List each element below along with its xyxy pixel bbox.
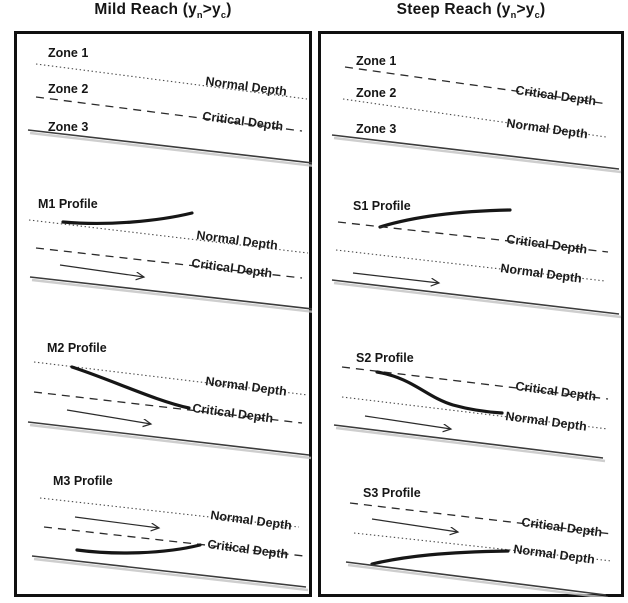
s1-profile-curve xyxy=(378,208,512,229)
channel-bed-line xyxy=(29,276,312,310)
mild-reach-svg: Zone 1 Normal Depth Zone 2 Critical Dept… xyxy=(14,31,312,597)
steep-reach-panel: Zone 1 Critical Depth Zone 2 Normal Dept… xyxy=(318,31,624,597)
critical-depth-label: Critical Depth xyxy=(191,256,273,280)
normal-depth-label: Normal Depth xyxy=(205,374,288,399)
zone2-label: Zone 2 xyxy=(356,86,396,100)
flow-direction-arrow xyxy=(59,264,144,277)
zone3-label: Zone 3 xyxy=(356,122,396,136)
critical-depth-label: Critical Depth xyxy=(207,537,289,561)
channel-bed-line xyxy=(31,555,307,588)
channel-bed-line xyxy=(331,279,620,315)
subscript-c: c xyxy=(534,10,540,21)
critical-depth-line xyxy=(337,221,609,253)
critical-depth-line xyxy=(349,502,613,535)
normal-depth-line xyxy=(342,98,607,138)
normal-depth-line xyxy=(35,63,308,100)
zone3-label: Zone 3 xyxy=(48,120,88,134)
critical-depth-label: Critical Depth xyxy=(192,401,274,425)
normal-depth-label: Normal Depth xyxy=(506,116,589,141)
critical-depth-label: Critical Depth xyxy=(506,232,588,256)
flow-direction-arrow xyxy=(371,518,458,532)
steep-s1-section: S1 Profile Critical Depth Normal Depth xyxy=(331,199,622,319)
flow-direction-arrow xyxy=(352,272,439,283)
channel-bed-line xyxy=(27,129,312,164)
s2-profile-curve xyxy=(375,370,504,415)
flow-direction-arrow xyxy=(74,516,159,528)
channel-bed-shadow xyxy=(333,281,622,319)
subscript-n: n xyxy=(510,10,517,21)
channel-bed-line xyxy=(345,561,607,596)
s2-profile-label: S2 Profile xyxy=(356,351,414,365)
flow-direction-arrow xyxy=(364,415,451,429)
channel-bed-shadow xyxy=(335,426,606,463)
channel-bed-shadow xyxy=(333,136,622,174)
critical-depth-label: Critical Depth xyxy=(202,109,284,133)
channel-bed-line xyxy=(331,134,620,170)
m2-profile-curve xyxy=(70,365,191,410)
critical-depth-line xyxy=(33,391,303,424)
normal-depth-label: Normal Depth xyxy=(513,542,596,567)
steep-title-text: Steep Reach (y xyxy=(396,1,511,18)
steep-panel-border xyxy=(318,31,624,597)
mild-m1-section: M1 Profile Normal Depth Critical Depth xyxy=(28,197,312,313)
s3-profile-label: S3 Profile xyxy=(363,486,421,500)
critical-depth-label: Critical Depth xyxy=(515,379,597,403)
mild-panel-border xyxy=(14,31,312,597)
critical-depth-line xyxy=(344,66,609,105)
steep-reach-svg: Zone 1 Critical Depth Zone 2 Normal Dept… xyxy=(318,31,624,597)
normal-depth-line xyxy=(335,249,606,282)
mild-reach-panel: Zone 1 Normal Depth Zone 2 Critical Dept… xyxy=(14,31,312,597)
mild-m2-section: M2 Profile Normal Depth Critical Depth xyxy=(27,341,312,460)
normal-depth-line xyxy=(341,396,609,430)
mild-zones-section: Zone 1 Normal Depth Zone 2 Critical Dept… xyxy=(27,46,312,167)
channel-bed-shadow xyxy=(347,563,609,597)
m3-profile-label: M3 Profile xyxy=(53,474,113,488)
mild-m3-section: M3 Profile Normal Depth Critical Depth xyxy=(31,474,309,592)
normal-depth-label: Normal Depth xyxy=(205,74,288,99)
m1-profile-curve xyxy=(61,211,194,226)
normal-depth-label: Normal Depth xyxy=(196,228,279,253)
m3-profile-curve xyxy=(75,543,202,555)
critical-depth-line xyxy=(35,247,303,279)
normal-depth-line xyxy=(39,497,300,528)
mild-reach-title: Mild Reach (yn>yc) xyxy=(94,1,232,21)
normal-depth-label: Normal Depth xyxy=(210,508,293,533)
normal-depth-line xyxy=(353,532,613,562)
steep-zones-section: Zone 1 Critical Depth Zone 2 Normal Dept… xyxy=(331,54,622,174)
s1-profile-label: S1 Profile xyxy=(353,199,411,213)
critical-depth-label: Critical Depth xyxy=(521,515,603,539)
subscript-n: n xyxy=(196,10,203,21)
subscript-c: c xyxy=(220,10,227,21)
flow-direction-arrow xyxy=(66,409,151,424)
channel-bed-shadow xyxy=(29,423,312,460)
normal-depth-line xyxy=(28,219,309,254)
channel-bed-shadow xyxy=(33,557,309,592)
critical-depth-line xyxy=(43,526,305,557)
mild-title-text: Mild Reach (y xyxy=(94,1,197,18)
steep-s3-section: S3 Profile Critical Depth Normal Depth xyxy=(345,486,613,597)
channel-bed-line xyxy=(27,421,310,456)
zone1-label: Zone 1 xyxy=(48,46,88,60)
channel-bed-line xyxy=(333,424,604,459)
s3-profile-curve xyxy=(370,549,510,566)
critical-depth-line xyxy=(35,96,303,132)
steep-s2-section: S2 Profile Critical Depth Normal Depth xyxy=(333,351,609,463)
normal-depth-label: Normal Depth xyxy=(500,261,583,286)
channel-bed-shadow xyxy=(29,131,312,167)
steep-reach-title: Steep Reach (yn>yc) xyxy=(396,1,546,21)
zone1-label: Zone 1 xyxy=(356,54,396,68)
m2-profile-label: M2 Profile xyxy=(47,341,107,355)
critical-depth-label: Critical Depth xyxy=(515,83,597,108)
zone2-label: Zone 2 xyxy=(48,82,88,96)
channel-bed-shadow xyxy=(31,278,312,313)
normal-depth-label: Normal Depth xyxy=(505,409,588,434)
m1-profile-label: M1 Profile xyxy=(38,197,98,211)
